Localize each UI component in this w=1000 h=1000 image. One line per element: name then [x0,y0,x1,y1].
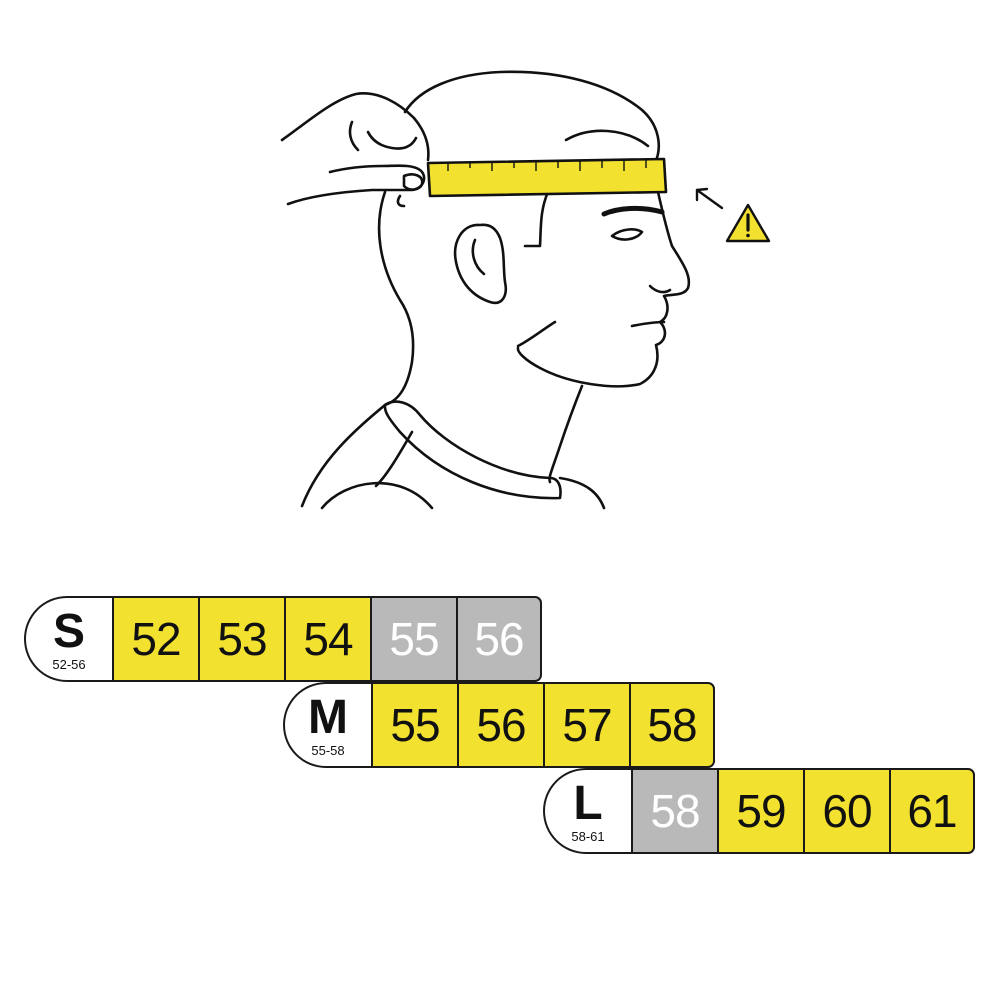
size-row-l: L 58-61 58 59 60 61 [543,768,975,854]
size-cell: 58 [631,768,717,854]
size-letter: S [52,605,85,658]
hand-palm [280,92,430,162]
size-cell: 59 [717,768,803,854]
hand-thumb [286,164,426,206]
head-measurement-illustration [280,70,771,510]
back-of-head [377,190,415,407]
shirt-fold [374,430,414,488]
size-cell: 56 [456,596,542,682]
ear [453,223,508,305]
size-cell: 55 [370,596,456,682]
size-row-m: M 55-58 55 56 57 58 [283,682,715,768]
size-cell: 55 [371,682,457,768]
face-profile [516,190,691,388]
warning-icon [725,203,771,243]
size-cell: 58 [629,682,715,768]
size-cell: 52 [112,596,198,682]
hand-under [396,194,406,208]
sideburn [523,190,550,248]
size-cell: 54 [284,596,370,682]
mouth [630,320,666,328]
hand-finger-2 [366,130,418,150]
measuring-tape-icon [426,157,668,198]
size-range: 55-58 [311,743,345,758]
hand-finger-1 [348,120,360,152]
size-range: 58-61 [571,829,605,844]
ear-inner [471,238,486,276]
arrow-icon [695,187,724,210]
shirt-curve [320,481,434,510]
size-cell: 61 [889,768,975,854]
shirt-back [300,403,387,508]
hand-nail [402,173,424,191]
nostril [648,284,672,294]
shirt-shoulder [558,476,606,510]
size-cell: 57 [543,682,629,768]
size-range: 52-56 [52,657,86,672]
size-letter: L [573,777,603,830]
size-cell: 53 [198,596,284,682]
size-label-m: M 55-58 [283,682,371,768]
hair-outline [403,70,661,165]
jawline [516,320,557,348]
neck-front [548,384,584,484]
size-label-l: L 58-61 [543,768,631,854]
eyebrow [601,205,665,217]
size-letter: M [308,691,348,744]
shirt-collar [383,400,562,500]
size-cell: 60 [803,768,889,854]
eye [610,228,644,241]
hair-line [564,129,650,148]
size-label-s: S 52-56 [24,596,112,682]
size-cell: 56 [457,682,543,768]
size-row-s: S 52-56 52 53 54 55 56 [24,596,542,682]
